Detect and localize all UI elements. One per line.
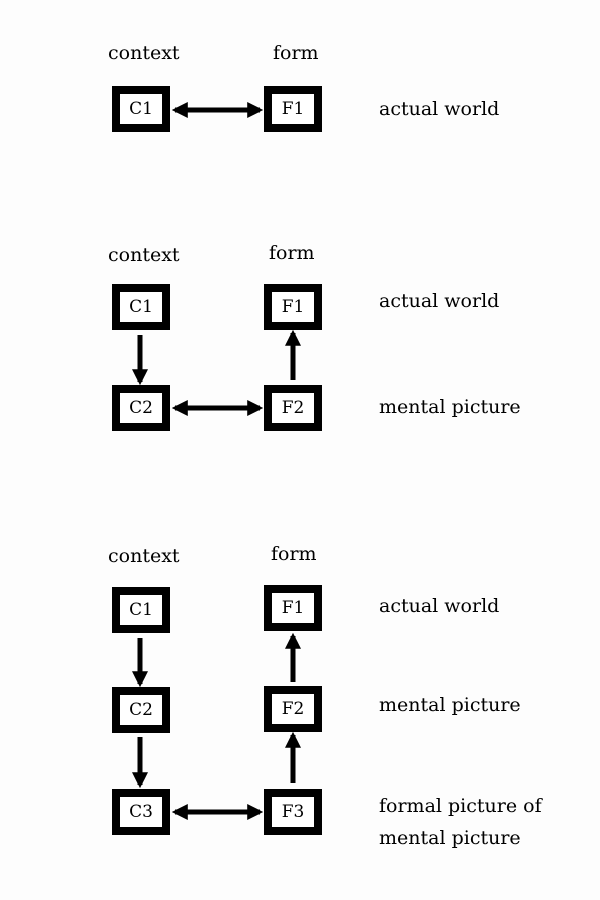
d3-box-f3: F3 (264, 789, 322, 835)
d3-box-c2: C2 (112, 687, 170, 733)
d3-box-f3-label: F3 (281, 802, 305, 822)
d1-box-c1: C1 (112, 86, 170, 132)
d3-box-f1-label: F1 (281, 598, 305, 618)
d2-context-column-label: context (108, 244, 180, 266)
d3-box-c1: C1 (112, 587, 170, 633)
d3-box-f2-label: F2 (281, 699, 305, 719)
d1-context-column-label: context (108, 42, 180, 64)
d3-box-f1: F1 (264, 585, 322, 631)
d3-box-f2: F2 (264, 686, 322, 732)
d2-box-f1: F1 (264, 284, 322, 330)
d2-box-f2: F2 (264, 385, 322, 431)
d3-row-description-formal-picture-line2: mental picture (379, 827, 521, 849)
d3-box-c3: C3 (112, 789, 170, 835)
d2-box-f1-label: F1 (281, 297, 305, 317)
d2-box-f2-label: F2 (281, 398, 305, 418)
d1-box-f1: F1 (264, 86, 322, 132)
d3-box-c2-label: C2 (129, 700, 153, 720)
d3-box-c1-label: C1 (129, 600, 153, 620)
d3-box-c3-label: C3 (129, 802, 153, 822)
d2-box-c1-label: C1 (129, 297, 153, 317)
d1-box-f1-label: F1 (281, 99, 305, 119)
d3-context-column-label: context (108, 545, 180, 567)
d1-box-c1-label: C1 (129, 99, 153, 119)
d3-row-description-formal-picture: formal picture of (379, 795, 542, 817)
d2-box-c2: C2 (112, 385, 170, 431)
d3-row-description-mental-picture: mental picture (379, 694, 521, 716)
d2-box-c2-label: C2 (129, 398, 153, 418)
d2-form-column-label: form (269, 242, 315, 264)
d2-box-c1: C1 (112, 284, 170, 330)
d3-row-description-actual-world: actual world (379, 595, 500, 617)
d2-row-description-actual-world: actual world (379, 290, 500, 312)
d1-form-column-label: form (273, 42, 319, 64)
d3-form-column-label: form (271, 543, 317, 565)
d1-row-description-actual-world: actual world (379, 98, 500, 120)
d2-row-description-mental-picture: mental picture (379, 396, 521, 418)
